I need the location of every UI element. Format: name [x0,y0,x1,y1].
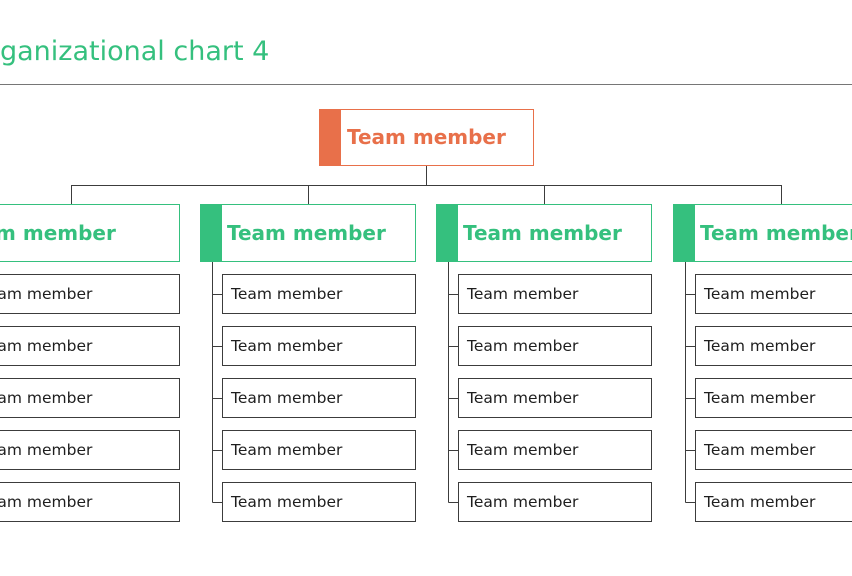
member-box[interactable]: Team member [695,326,852,366]
member-label: Team member [704,441,816,459]
member-box[interactable]: Team member [458,430,652,470]
member-label: Team member [467,389,579,407]
manager-box-1[interactable]: Team member [0,204,180,262]
member-box[interactable]: Team member [0,430,180,470]
manager-accent [673,204,695,262]
member-label: Team member [0,337,93,355]
member-label: Team member [231,493,343,511]
title-divider [0,84,852,85]
member-box[interactable]: Team member [222,378,416,418]
member-box[interactable]: Team member [695,274,852,314]
member-box[interactable]: Team member [695,482,852,522]
member-label: Team member [467,493,579,511]
page-title: ganizational chart 4 [0,36,270,67]
member-label: Team member [231,337,343,355]
member-box[interactable]: Team member [222,274,416,314]
member-label: Team member [704,493,816,511]
member-label: Team member [231,389,343,407]
manager-label: Team member [463,221,622,245]
manager-label: Team member [0,221,116,245]
member-label: Team member [231,285,343,303]
manager-label: Team member [700,221,852,245]
manager-label: Team member [227,221,386,245]
member-label: Team member [0,441,93,459]
member-box[interactable]: Team member [458,326,652,366]
manager-accent [436,204,458,262]
member-box[interactable]: Team member [222,326,416,366]
top-member-label: Team member [347,125,506,149]
member-box[interactable]: Team member [0,482,180,522]
member-label: Team member [231,441,343,459]
member-label: Team member [467,285,579,303]
member-box[interactable]: Team member [458,378,652,418]
member-box[interactable]: Team member [695,430,852,470]
manager-box-2[interactable]: Team member [200,204,416,262]
manager-box-4[interactable]: Team member [673,204,852,262]
manager-accent [200,204,222,262]
top-member-box[interactable]: Team member [319,109,534,166]
member-label: Team member [0,285,93,303]
member-label: Team member [704,285,816,303]
member-label: Team member [0,493,93,511]
member-box[interactable]: Team member [458,482,652,522]
member-label: Team member [467,337,579,355]
member-box[interactable]: Team member [222,430,416,470]
manager-box-3[interactable]: Team member [436,204,652,262]
top-member-accent [319,109,341,166]
member-box[interactable]: Team member [222,482,416,522]
member-box[interactable]: Team member [458,274,652,314]
member-label: Team member [467,441,579,459]
member-label: Team member [704,337,816,355]
member-label: Team member [704,389,816,407]
member-label: Team member [0,389,93,407]
member-box[interactable]: Team member [0,326,180,366]
member-box[interactable]: Team member [0,274,180,314]
member-box[interactable]: Team member [0,378,180,418]
member-box[interactable]: Team member [695,378,852,418]
